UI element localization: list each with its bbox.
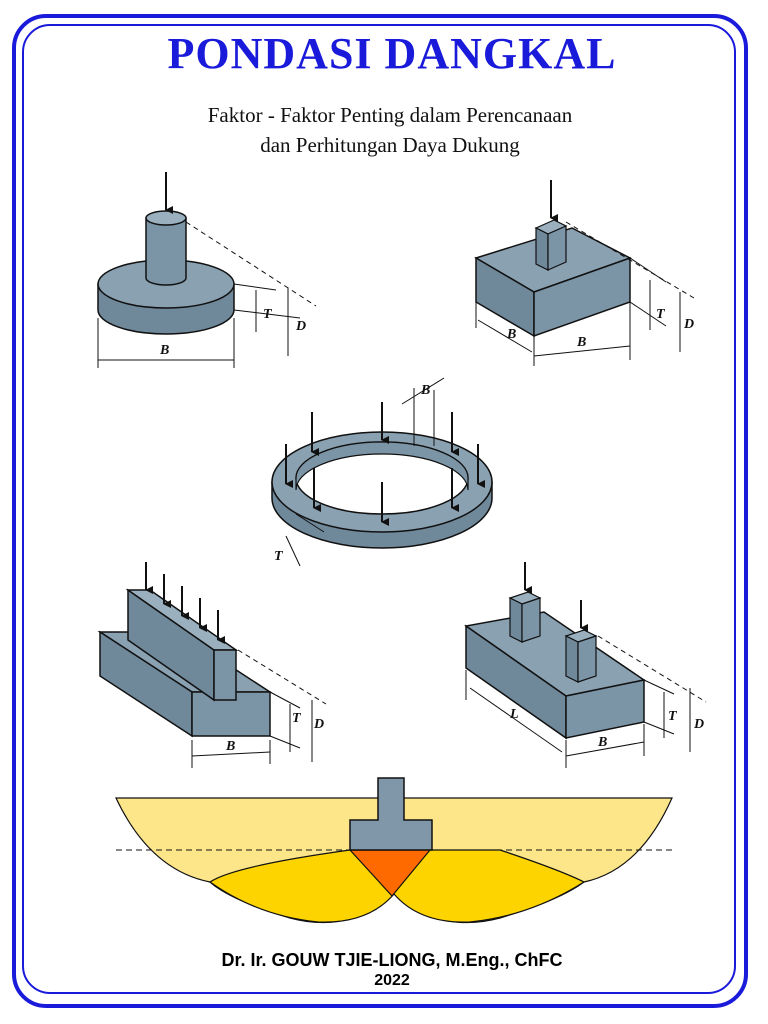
label-B: B [506,327,516,342]
subtitle-line-1: Faktor - Faktor Penting dalam Perencanaa… [207,103,573,127]
label-D: D [693,717,704,732]
ring-footing-figure: B T [271,377,493,567]
label-T: T [656,307,666,322]
label-L: L [509,707,519,722]
circular-footing-figure: B T D [97,172,317,368]
label-B: B [159,343,169,358]
subtitle-line-2: dan Perhitungan Daya Dukung [260,133,520,157]
page-border-inner [22,24,736,994]
author-name: Dr. Ir. GOUW TJIE-LIONG, M.Eng., ChFC [221,950,563,970]
bearing-failure-diagram [115,777,673,924]
label-D: D [313,717,324,732]
page-subtitle: Faktor - Faktor Penting dalam Perencanaa… [0,100,768,160]
label-T: T [668,709,678,724]
label-D: D [683,317,694,332]
label-B: B [420,383,430,398]
label-T: T [292,711,302,726]
page-title: PONDASI DANGKAL [167,29,617,78]
strip-footing-figure: B T D [97,562,327,768]
label-D: D [295,319,306,334]
label-B: B [597,735,607,750]
label-T: T [274,549,284,564]
publication-year: 2022 [374,972,410,989]
page-border-outer [12,14,748,1008]
label-T: T [263,307,273,322]
label-B: B [225,739,235,754]
combined-footing-figure: L B T D [464,562,707,768]
pad-footing-figure: B B T D [474,180,695,366]
label-B: B [576,335,586,350]
